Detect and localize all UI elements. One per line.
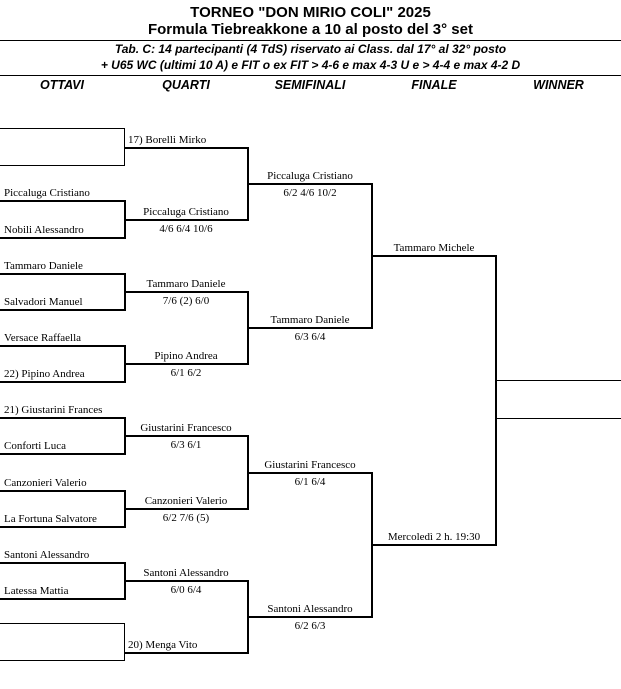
column-header-semifinali: SEMIFINALI — [274, 78, 346, 92]
ottavi-player-9: 21) Giustarini Frances — [4, 404, 103, 416]
quarti-player-5: Giustarini Francesco — [140, 422, 232, 434]
ottavi-player-5: Tammaro Daniele — [4, 260, 83, 272]
quarti-player-2: Piccaluga Cristiano — [143, 206, 229, 218]
finale-player-1: Tammaro Michele — [393, 242, 475, 254]
tournament-note-2: + U65 WC (ultimi 10 A) e FIT o ex FIT > … — [100, 58, 521, 72]
bye-slot-top — [0, 128, 125, 166]
ottavi-player-10: Conforti Luca — [4, 440, 67, 452]
ottavi-player-12: La Fortuna Salvatore — [4, 513, 97, 525]
ottavi-player-4: Nobili Alessandro — [4, 224, 84, 236]
semifinali-player-1: Piccaluga Cristiano — [267, 170, 353, 182]
quarti-score-7: 6/0 6/4 — [170, 584, 202, 596]
quarti-score-6: 6/2 7/6 (5) — [162, 512, 210, 524]
quarti-player-4: Pipino Andrea — [154, 350, 218, 362]
semifinali-player-4: Santoni Alessandro — [267, 603, 353, 615]
column-header-ottavi: OTTAVI — [40, 78, 84, 92]
tournament-note-1: Tab. C: 14 partecipanti (4 TdS) riservat… — [114, 42, 507, 56]
finale-schedule: Mercoledì 2 h. 19:30 — [387, 531, 481, 543]
quarti-score-2: 4/6 6/4 10/6 — [159, 223, 213, 235]
ottavi-player-3: Piccaluga Cristiano — [4, 187, 90, 199]
quarti-player-7: Santoni Alessandro — [143, 567, 229, 579]
ottavi-player-14: Latessa Mattia — [4, 585, 69, 597]
column-header-winner: WINNER — [533, 78, 584, 92]
winner-box — [496, 380, 621, 419]
ottavi-player-6: Salvadori Manuel — [4, 296, 83, 308]
ottavi-player-8: 22) Pipino Andrea — [4, 368, 85, 380]
bye-slot-bottom — [0, 623, 125, 661]
ottavi-player-7: Versace Raffaella — [4, 332, 82, 344]
header-rule-top — [0, 40, 621, 41]
semifinali-player-3: Giustarini Francesco — [264, 459, 356, 471]
tournament-title: TORNEO "DON MIRIO COLI" 2025 — [190, 4, 431, 21]
column-header-finale: FINALE — [411, 78, 457, 92]
semifinali-score-4: 6/2 6/3 — [294, 620, 326, 632]
header-rule-bottom — [0, 75, 621, 76]
tournament-subtitle: Formula Tiebreakkone a 10 al posto del 3… — [147, 21, 473, 38]
quarti-player-1: 17) Borelli Mirko — [128, 134, 207, 146]
quarti-player-6: Canzonieri Valerio — [144, 495, 228, 507]
quarti-score-3: 7/6 (2) 6/0 — [162, 295, 210, 307]
column-header-quarti: QUARTI — [162, 78, 210, 92]
ottavi-player-13: Santoni Alessandro — [4, 549, 90, 561]
semifinali-player-2: Tammaro Daniele — [270, 314, 350, 326]
quarti-player-8: 20) Menga Vito — [128, 639, 198, 651]
quarti-score-5: 6/3 6/1 — [170, 439, 202, 451]
quarti-player-3: Tammaro Daniele — [146, 278, 226, 290]
ottavi-player-11: Canzonieri Valerio — [4, 477, 87, 489]
semifinali-score-1: 6/2 4/6 10/2 — [283, 187, 337, 199]
semifinali-score-2: 6/3 6/4 — [294, 331, 326, 343]
semifinali-score-3: 6/1 6/4 — [294, 476, 326, 488]
quarti-score-4: 6/1 6/2 — [170, 367, 202, 379]
